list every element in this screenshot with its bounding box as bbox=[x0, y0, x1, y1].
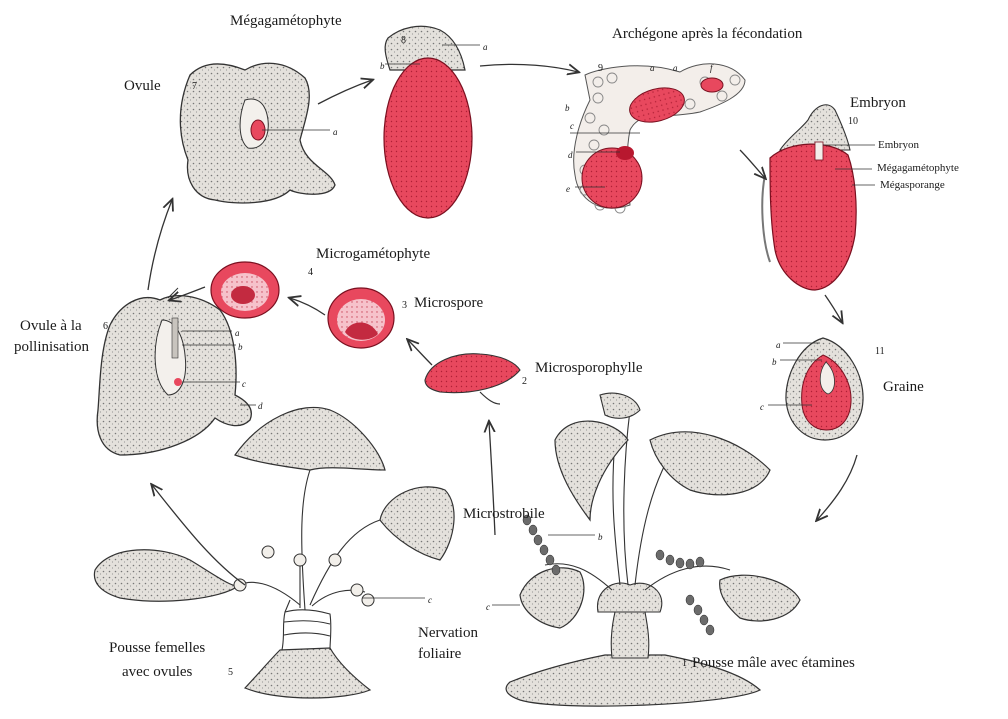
label-ovule-pollinisation-1: Ovule à la bbox=[20, 318, 82, 335]
pointer-letter-d: d bbox=[568, 147, 573, 164]
pointer-letter-c: c bbox=[428, 592, 432, 609]
label-pousse-male: Pousse mâle avec étamines bbox=[692, 655, 855, 672]
label-megagametophyte: Mégagamétophyte bbox=[230, 13, 342, 30]
microsporophylle-drawing bbox=[425, 354, 520, 404]
graine-drawing bbox=[768, 338, 863, 440]
label-microspore: Microspore bbox=[414, 295, 483, 312]
pointer-letter-c: c bbox=[242, 376, 246, 393]
embryon-drawing bbox=[762, 105, 875, 290]
stage-number-5: 5 bbox=[228, 664, 233, 681]
stage-number-6: 6 bbox=[103, 318, 108, 335]
pointer-letter-c: c bbox=[570, 118, 574, 135]
label-pousse-femelle-2: avec ovules bbox=[122, 664, 192, 681]
label-nervation-2: foliaire bbox=[418, 646, 461, 663]
label-archegone: Archégone après la fécondation bbox=[612, 26, 802, 43]
pointer-letter-a: a bbox=[650, 60, 655, 77]
pointer-letter-b: b bbox=[565, 100, 570, 117]
pointer-letter-b: b bbox=[238, 339, 243, 356]
microgametophyte-drawing bbox=[211, 262, 279, 318]
ovule-drawing bbox=[180, 63, 335, 203]
embryon-label-c: Mégasporange bbox=[880, 179, 945, 191]
pointer-letter-c: c bbox=[486, 599, 490, 616]
label-ovule: Ovule bbox=[124, 78, 161, 95]
embryon-label-a: Embryon bbox=[878, 139, 919, 151]
archegone-drawing bbox=[570, 64, 745, 213]
label-nervation-1: Nervation bbox=[418, 625, 478, 642]
pointer-letter-b: b bbox=[380, 58, 385, 75]
pointer-letter-a: a bbox=[673, 60, 678, 77]
pointer-letter-b: b bbox=[598, 529, 603, 546]
pointer-letter-e: e bbox=[566, 181, 570, 198]
embryon-label-b: Mégagamétophyte bbox=[877, 162, 959, 174]
pointer-letter-b: b bbox=[772, 354, 777, 371]
stage-number-4: 4 bbox=[308, 264, 313, 281]
stage-number-11: 11 bbox=[875, 343, 885, 360]
label-microstrobile: Microstrobile bbox=[463, 506, 545, 523]
label-pousse-femelle-1: Pousse femelles bbox=[109, 640, 205, 657]
pointer-letter-a: a bbox=[776, 337, 781, 354]
stage-number-2: 2 bbox=[522, 373, 527, 390]
stage-number-1: 1 bbox=[682, 655, 687, 672]
pointer-letter-f: f bbox=[710, 60, 713, 77]
microspore-drawing bbox=[328, 288, 394, 348]
megagametophyte-drawing bbox=[384, 26, 480, 218]
pointer-letter-d: d bbox=[258, 398, 263, 415]
label-ovule-pollinisation-2: pollinisation bbox=[14, 339, 89, 356]
stage-number-9: 9 bbox=[598, 60, 603, 77]
pointer-letter-a: a bbox=[483, 39, 488, 56]
label-embryon: Embryon bbox=[850, 95, 906, 112]
pointer-letter-c: c bbox=[760, 399, 764, 416]
pointer-letter-a: a bbox=[333, 124, 338, 141]
label-microgametophyte: Microgamétophyte bbox=[316, 246, 430, 263]
stage-number-3: 3 bbox=[402, 297, 407, 314]
label-microsporophylle: Microsporophylle bbox=[535, 360, 642, 377]
stage-number-10: 10 bbox=[848, 113, 858, 130]
label-graine: Graine bbox=[883, 379, 924, 396]
stage-number-8: 8 bbox=[401, 32, 406, 49]
stage-number-7: 7 bbox=[192, 78, 197, 95]
